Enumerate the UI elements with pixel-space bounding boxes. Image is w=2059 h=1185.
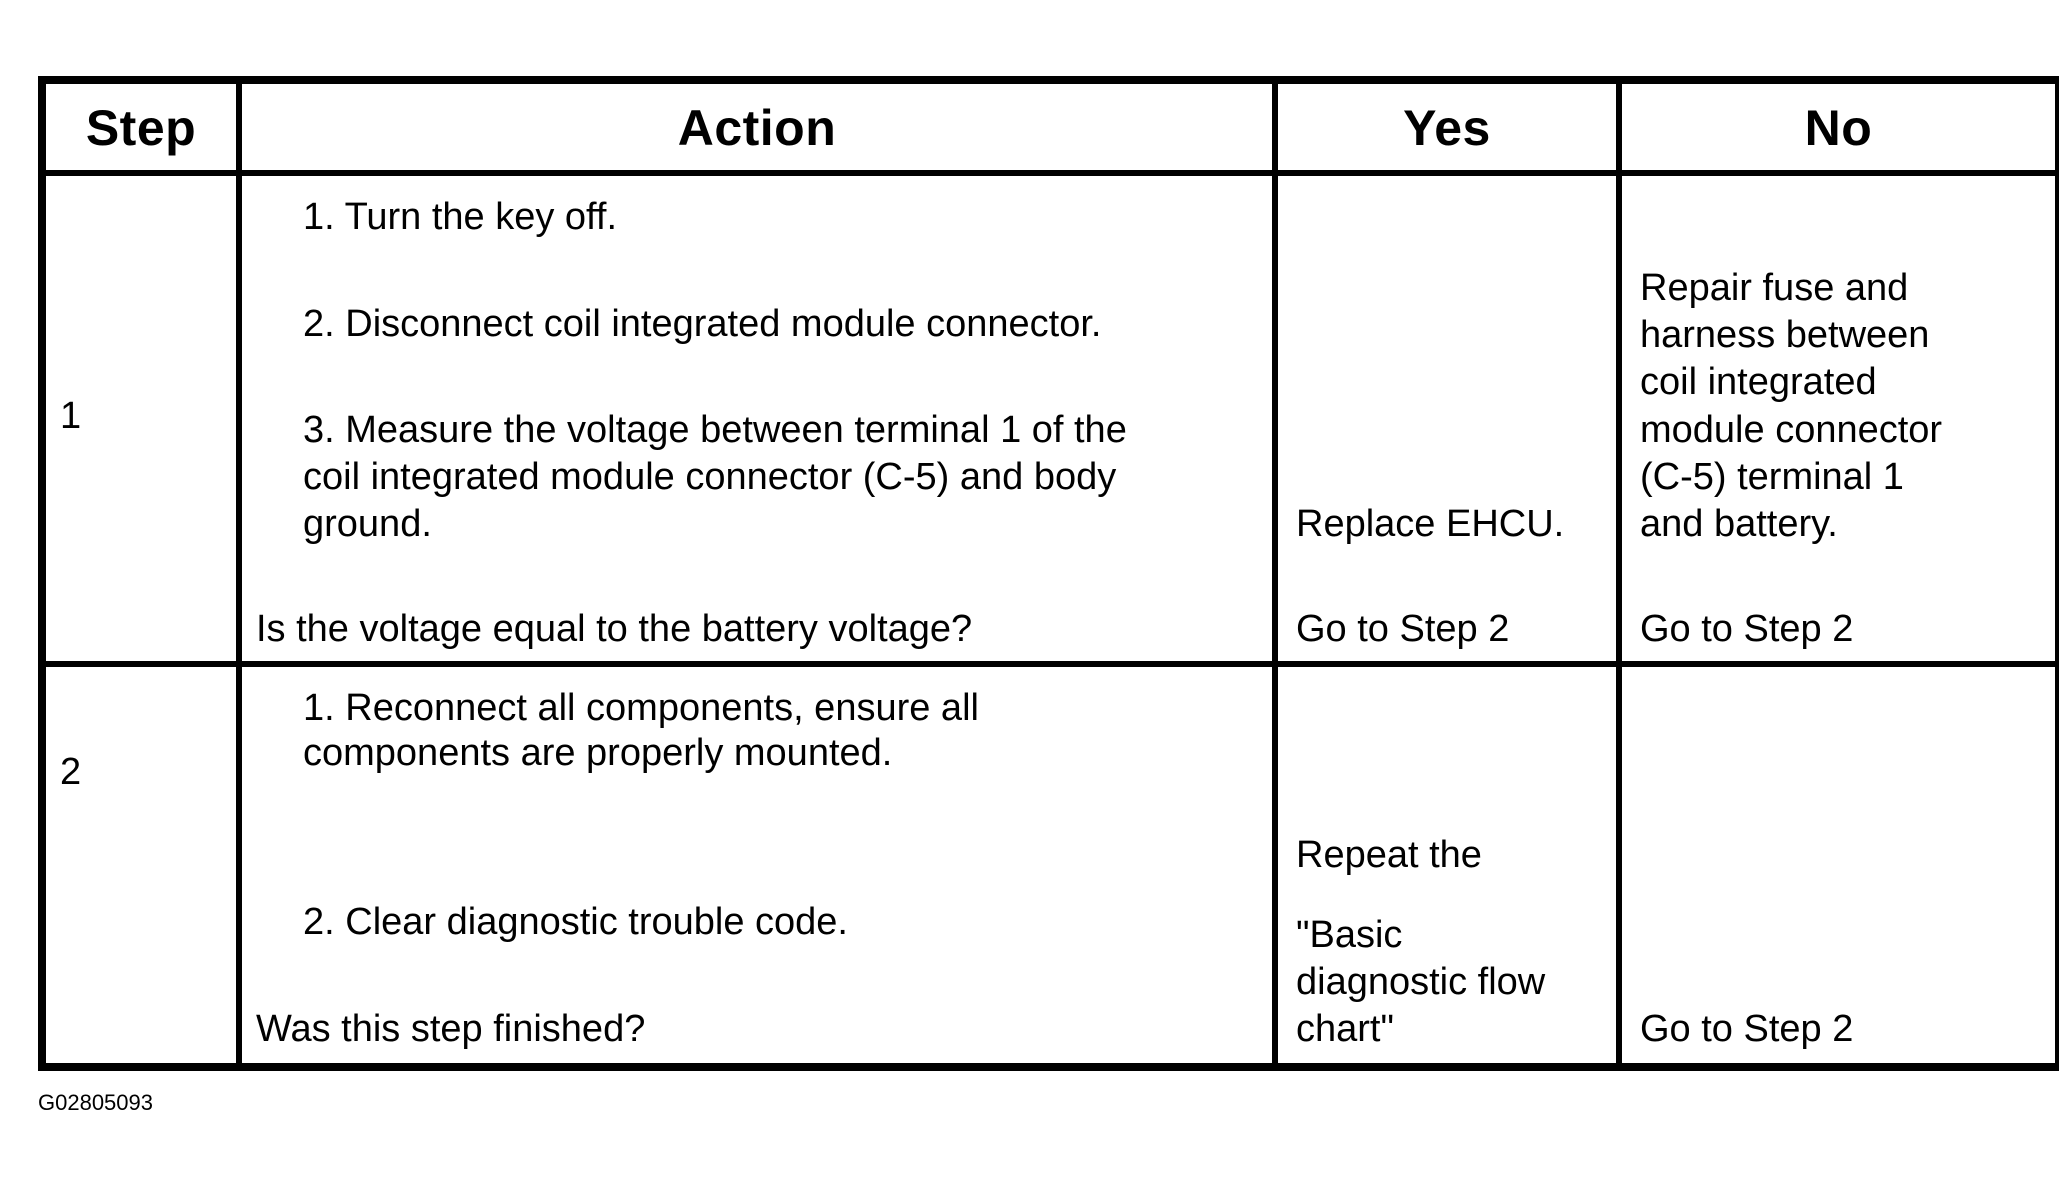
no-goto: Go to Step 2 — [1640, 608, 1854, 650]
no-result-line: and battery. — [1640, 503, 1838, 545]
action-item-continued: components are properly mounted. — [303, 732, 893, 774]
action-item: 3. Measure the voltage between terminal … — [303, 409, 1127, 451]
action-item: 1. Turn the key off. — [303, 196, 618, 238]
no-result-line: Repair fuse and — [1640, 267, 1909, 309]
diagnostic-table: Step Action Yes No 1 1. Turn the key off… — [38, 76, 2059, 1071]
yes-result-line: chart" — [1296, 1008, 1394, 1050]
action-question: Was this step finished? — [256, 1008, 646, 1050]
no-result-line: coil integrated — [1640, 361, 1877, 403]
header-yes: Yes — [1403, 100, 1491, 156]
yes-result-line: diagnostic flow — [1296, 961, 1546, 1003]
action-item: 2. Disconnect coil integrated module con… — [303, 303, 1102, 345]
action-item: 2. Clear diagnostic trouble code. — [303, 901, 848, 943]
yes-result-line: "Basic — [1296, 914, 1403, 956]
action-item: 1. Reconnect all components, ensure all — [303, 687, 979, 729]
column-divider — [1616, 84, 1622, 1063]
no-result-line: module connector — [1640, 409, 1943, 451]
yes-goto: Go to Step 2 — [1296, 608, 1510, 650]
column-divider — [236, 84, 242, 1063]
step-number: 2 — [60, 751, 82, 793]
column-divider — [1272, 84, 1278, 1063]
step-number: 1 — [60, 395, 82, 437]
header-action: Action — [677, 100, 837, 156]
figure-id: G02805093 — [38, 1090, 153, 1115]
no-goto: Go to Step 2 — [1640, 1008, 1854, 1050]
yes-result-line: Repeat the — [1296, 834, 1482, 876]
header-no: No — [1804, 100, 1873, 156]
no-result-line: (C-5) terminal 1 — [1640, 456, 1904, 498]
row-divider — [46, 661, 2055, 667]
action-item-continued: coil integrated module connector (C-5) a… — [303, 456, 1117, 498]
header-step: Step — [85, 100, 197, 156]
row-divider — [46, 170, 2055, 176]
no-result-line: harness between — [1640, 314, 1930, 356]
yes-result: Replace EHCU. — [1296, 503, 1565, 545]
action-item-continued: ground. — [303, 503, 432, 545]
action-question: Is the voltage equal to the battery volt… — [256, 608, 973, 650]
